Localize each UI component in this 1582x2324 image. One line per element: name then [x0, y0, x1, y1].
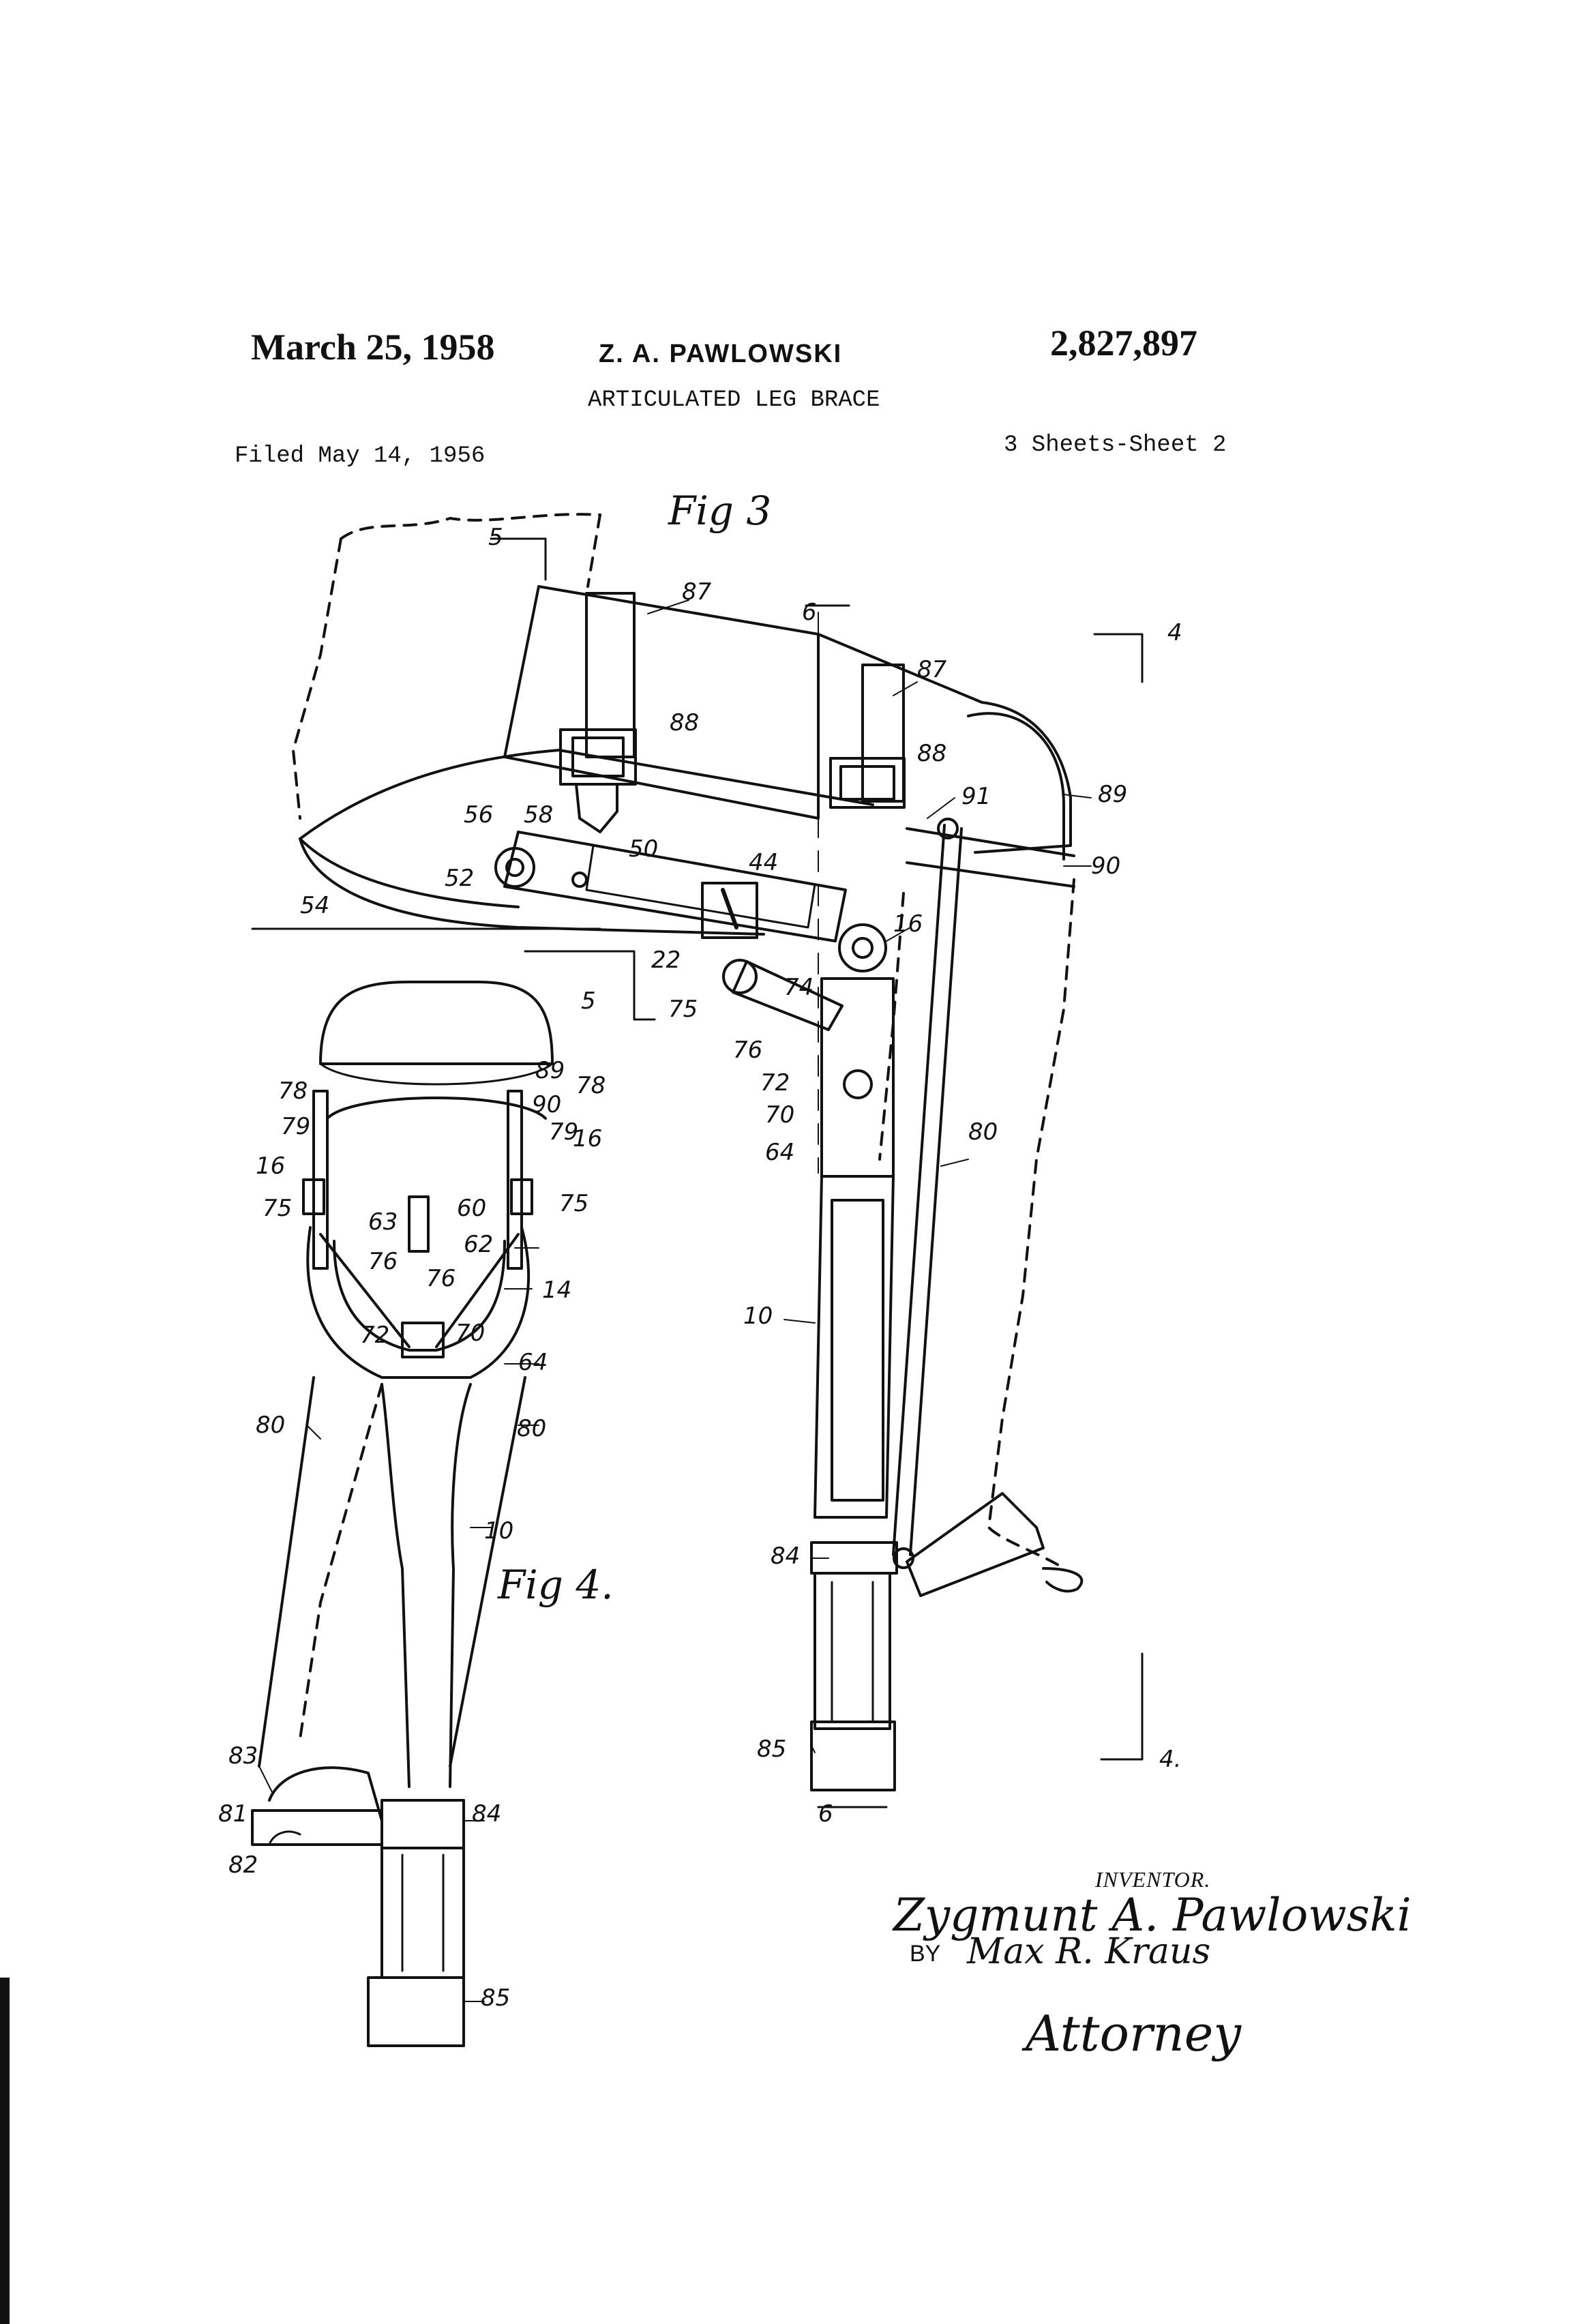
- attorney-label: Attorney: [1026, 2005, 1241, 2062]
- fig3-drawing: [252, 514, 1142, 1807]
- ref-numeral: 75: [559, 1190, 588, 1217]
- ref-numeral: 90: [532, 1091, 561, 1118]
- ref-numeral: 85: [481, 1984, 510, 2012]
- ref-numeral: 72: [760, 1069, 790, 1097]
- ref-numeral: 16: [893, 910, 923, 938]
- ref-numeral: 58: [524, 801, 553, 829]
- section-mark-5-bottom: 5: [581, 987, 596, 1015]
- leader-lines: [259, 600, 1091, 2001]
- ref-numeral: 72: [360, 1322, 389, 1349]
- ref-numeral: 84: [771, 1543, 800, 1570]
- ref-numeral: 78: [576, 1072, 606, 1099]
- ref-numeral: 75: [263, 1195, 292, 1222]
- ref-numeral: 74: [784, 974, 814, 1001]
- ref-numeral: 64: [518, 1349, 548, 1376]
- ref-numeral: 70: [456, 1320, 485, 1347]
- ref-numeral: 80: [968, 1118, 998, 1146]
- fig4-label: Fig 4.: [498, 1562, 614, 1608]
- ref-numeral: 76: [426, 1265, 456, 1292]
- ref-numeral: 85: [757, 1735, 786, 1763]
- section-mark-4-bottom: 4.: [1159, 1746, 1181, 1773]
- ref-numeral: 56: [464, 801, 493, 829]
- ref-numeral: 52: [445, 865, 474, 892]
- ref-numeral: 91: [961, 783, 991, 810]
- ref-numeral: 76: [368, 1248, 398, 1275]
- ref-numeral: 84: [472, 1800, 501, 1828]
- ref-numeral: 88: [917, 740, 946, 767]
- ref-numeral: 89: [1098, 781, 1127, 808]
- ref-numeral: 76: [733, 1037, 762, 1064]
- ref-numeral: 62: [464, 1231, 493, 1258]
- ref-numeral: 64: [765, 1139, 794, 1166]
- ref-numeral: 16: [573, 1125, 602, 1152]
- ref-numeral: 63: [368, 1208, 398, 1236]
- section-mark-6-top: 6: [802, 599, 817, 626]
- ref-numeral: 16: [256, 1152, 285, 1180]
- ref-numeral: 75: [668, 996, 698, 1023]
- ref-numeral: 80: [517, 1415, 546, 1442]
- page-edge: [0, 1978, 10, 2324]
- ref-numeral: 60: [457, 1195, 486, 1222]
- ref-numeral: 80: [256, 1412, 285, 1439]
- section-mark-5-top: 5: [488, 524, 503, 551]
- fig3-label: Fig 3: [668, 488, 771, 534]
- section-mark-4-top: 4: [1167, 619, 1182, 646]
- ref-numeral: 89: [535, 1057, 565, 1084]
- section-mark-6-bottom: 6: [818, 1800, 833, 1828]
- ref-numeral: 70: [765, 1101, 794, 1129]
- ref-numeral: 44: [749, 849, 778, 876]
- ref-numeral: 78: [278, 1077, 308, 1105]
- ref-numeral: 81: [218, 1800, 248, 1828]
- fig4-drawing: [252, 982, 552, 2046]
- ref-numeral: 79: [281, 1113, 310, 1140]
- by-label: BY: [910, 1941, 940, 1967]
- attorney-signature: Max R. Kraus: [967, 1931, 1210, 1972]
- ref-numeral: 50: [629, 835, 658, 863]
- ref-numeral: 90: [1091, 852, 1120, 880]
- ref-numeral: 88: [670, 709, 699, 736]
- ref-numeral: 22: [651, 947, 681, 974]
- ref-numeral: 54: [300, 892, 329, 919]
- ref-numeral: 82: [228, 1851, 258, 1879]
- ref-numeral: 14: [542, 1277, 571, 1304]
- ref-numeral: 87: [682, 578, 711, 606]
- ref-numeral: 83: [228, 1742, 258, 1770]
- ref-numeral: 10: [484, 1517, 513, 1545]
- ref-numeral: 10: [743, 1302, 773, 1330]
- ref-numeral: 87: [917, 656, 946, 683]
